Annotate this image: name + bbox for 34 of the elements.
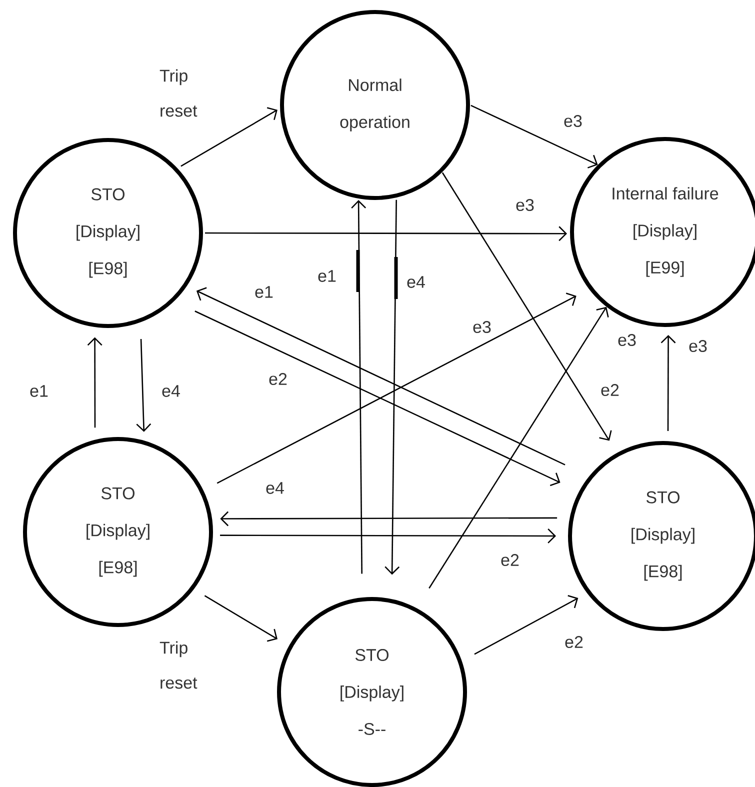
- arrow: [180, 107, 278, 167]
- arrow: [216, 292, 576, 484]
- arrow: [351, 200, 366, 574]
- arrow: [442, 172, 612, 441]
- edge-label: e2: [564, 635, 584, 650]
- edge-label: e2: [500, 553, 520, 568]
- edge-label: Trip reset: [158, 68, 206, 118]
- arrow: [660, 334, 676, 432]
- arrow: [196, 287, 566, 466]
- edge-label: e3: [616, 332, 638, 348]
- arrow: [474, 595, 578, 655]
- edge-label: e4: [264, 481, 286, 495]
- arrow: [205, 226, 568, 242]
- edge-label: Trip reset: [158, 640, 206, 690]
- edge-label: e1: [254, 285, 274, 299]
- arrow: [220, 528, 556, 544]
- edge-label: e1: [316, 269, 338, 283]
- edge-label: e1: [28, 384, 50, 398]
- arrow: [87, 337, 102, 428]
- arrow: [204, 595, 278, 642]
- arrow: [136, 338, 152, 432]
- arrow: [470, 104, 598, 168]
- edge-label: e3: [514, 198, 536, 212]
- arrow: [220, 511, 558, 526]
- arrow: [384, 200, 400, 575]
- edge-label: e3: [688, 338, 708, 354]
- edge-label: e3: [472, 320, 492, 334]
- arrow: [194, 310, 560, 486]
- edge-label: e3: [562, 114, 584, 128]
- edge-label: e2: [600, 382, 620, 398]
- edge-label: e4: [160, 384, 182, 398]
- edge-label: e2: [268, 372, 288, 386]
- arrow: [428, 306, 609, 589]
- edge-label: e4: [406, 275, 426, 289]
